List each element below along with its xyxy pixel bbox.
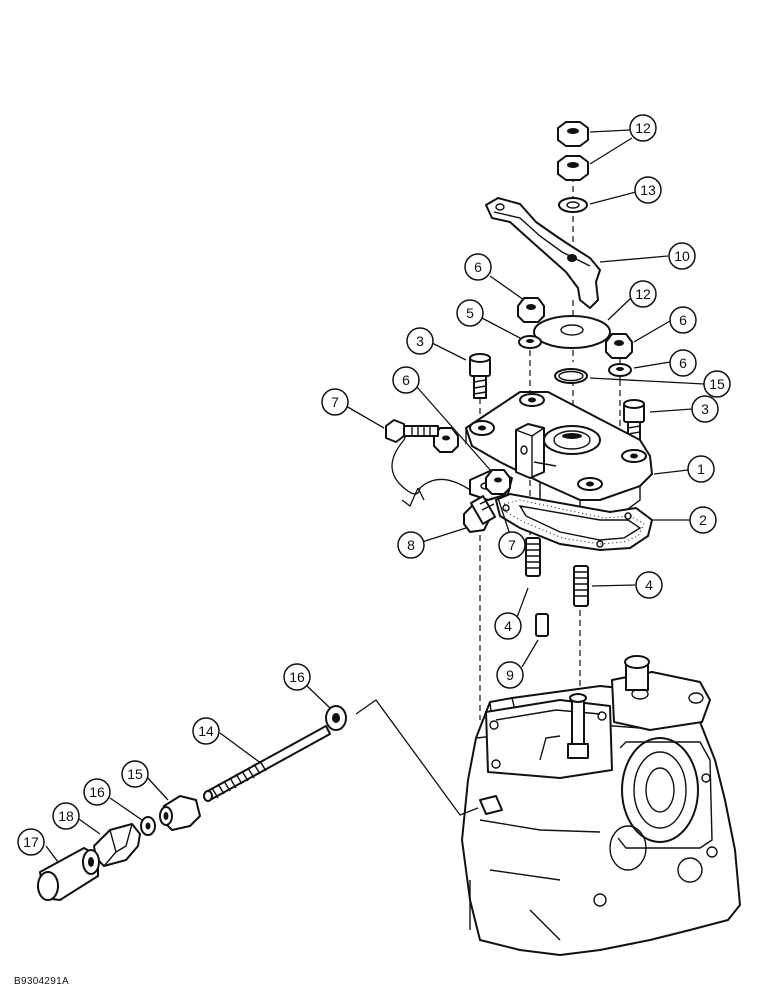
svg-text:1: 1	[697, 461, 705, 477]
svg-text:14: 14	[198, 723, 214, 739]
svg-text:2: 2	[699, 512, 707, 528]
callout-11: 13	[634, 176, 662, 204]
svg-text:17: 17	[23, 834, 39, 850]
callout-14: 14	[192, 717, 220, 745]
callout-5-left: 5	[456, 299, 484, 327]
part-2-gasket	[494, 492, 654, 552]
callout-4-right: 4	[635, 571, 663, 599]
callout-6-right: 6	[669, 306, 697, 334]
svg-text:3: 3	[416, 333, 424, 349]
svg-text:4: 4	[504, 618, 512, 634]
callout-5-right: 6	[669, 349, 697, 377]
part-10-nuts	[557, 121, 589, 181]
svg-text:7: 7	[508, 537, 516, 553]
callout-3-right: 3	[691, 395, 719, 423]
part-6-nut-middle	[433, 427, 459, 453]
part-4-stud-right	[573, 565, 589, 607]
callout-13: 15	[703, 370, 731, 398]
callout-3-left: 3	[406, 327, 434, 355]
part-4-stud-left	[525, 537, 541, 577]
svg-text:15: 15	[709, 376, 725, 392]
svg-text:13: 13	[640, 182, 656, 198]
callout-7-lower: 8	[397, 531, 425, 559]
callout-16-upper: 16	[283, 663, 311, 691]
svg-text:18: 18	[58, 808, 74, 824]
part-18-hex-fitting	[93, 823, 141, 867]
callout-9: 10	[668, 242, 696, 270]
callout-6-top: 6	[464, 253, 492, 281]
part-5-washer-right	[608, 363, 632, 377]
callout-1: 1	[687, 455, 715, 483]
callout-10: 12	[629, 114, 657, 142]
svg-text:6: 6	[679, 312, 687, 328]
part-16-washer-upper	[325, 705, 347, 731]
callouts: 12 13 10 12 6 5 3 6 6 15 6 7 3 1 2 8 7 4…	[17, 114, 731, 856]
callout-18: 18	[52, 802, 80, 830]
svg-text:6: 6	[474, 259, 482, 275]
part-16-washer-lower	[140, 816, 156, 836]
svg-text:3: 3	[701, 401, 709, 417]
part-6-nut-left	[517, 297, 545, 323]
part-9-lever	[485, 197, 601, 309]
svg-text:15: 15	[127, 766, 143, 782]
part-6-nut-lower	[485, 469, 511, 495]
part-6-nut-right	[605, 333, 633, 359]
svg-text:12: 12	[635, 120, 651, 136]
callout-12: 12	[629, 280, 657, 308]
part-7-bolt-lower	[463, 495, 497, 533]
callout-16-lower: 16	[83, 778, 111, 806]
callout-6-mid: 6	[392, 366, 420, 394]
svg-text:7: 7	[331, 394, 339, 410]
callout-8: 9	[496, 661, 524, 689]
svg-text:16: 16	[289, 669, 305, 685]
part-15-nut	[159, 795, 201, 831]
part-3-bolt-left	[469, 353, 491, 399]
callout-2: 2	[689, 506, 717, 534]
svg-text:8: 8	[407, 537, 415, 553]
svg-text:16: 16	[89, 784, 105, 800]
part-8-key	[535, 613, 549, 637]
part-7-bolt-upper	[385, 419, 439, 443]
part-14-threaded-rod	[203, 725, 331, 802]
leader-lines	[45, 129, 705, 863]
callout-6-lower: 7	[498, 531, 526, 559]
callout-15: 15	[121, 760, 149, 788]
svg-text:9: 9	[506, 667, 514, 683]
svg-text:4: 4	[645, 577, 653, 593]
svg-text:5: 5	[466, 305, 474, 321]
part-12-washer	[533, 315, 611, 349]
callout-17: 17	[17, 828, 45, 856]
part-17-cap	[37, 847, 100, 901]
part-11-washer	[558, 197, 588, 213]
svg-text:12: 12	[635, 286, 651, 302]
svg-text:10: 10	[674, 248, 690, 264]
svg-text:6: 6	[679, 355, 687, 371]
drawing-id-label: B9304291A	[14, 976, 69, 987]
engine-block	[461, 655, 741, 956]
callout-4-left: 4	[494, 612, 522, 640]
svg-text:6: 6	[402, 372, 410, 388]
part-5-washer-left	[518, 335, 542, 349]
part-13-o-ring	[554, 368, 588, 384]
callout-7-upper: 7	[321, 388, 349, 416]
